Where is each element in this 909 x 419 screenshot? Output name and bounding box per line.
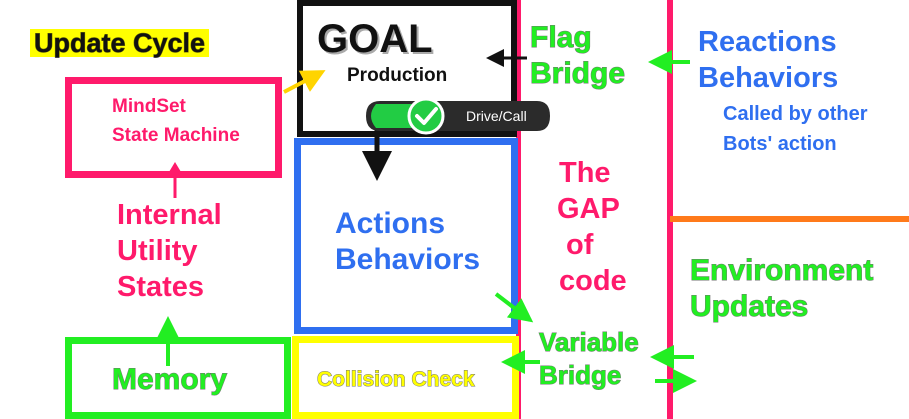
goal-box: GOAL Production	[297, 0, 517, 137]
collision-box: Collision Check	[292, 336, 519, 419]
environment-line1: Environment	[689, 254, 874, 287]
reactions-note2: Bots' action	[723, 133, 837, 155]
drive-call-label: Drive/Call	[466, 108, 527, 124]
reactions-line1: Reactions	[698, 26, 837, 58]
flag-bridge-line1: Flag	[530, 21, 593, 54]
memory-box: Memory	[65, 337, 291, 419]
actions-to-variable-arrow	[494, 292, 534, 323]
reactions-note1: Called by other	[723, 103, 868, 125]
goal-title: GOAL	[317, 17, 433, 61]
variable-bridge-line1: Variable	[539, 327, 640, 357]
memory-label: Memory	[111, 363, 228, 396]
variable-bridge-line2: Bridge	[538, 360, 622, 390]
internal-to-mindset-arrowhead	[169, 162, 181, 172]
actions-box: Actions Behaviors	[294, 138, 518, 334]
goal-subtitle: Production	[347, 65, 448, 86]
reactions-line2: Behaviors	[698, 62, 839, 94]
mindset-line2: State Machine	[112, 125, 240, 146]
check-badge-icon	[407, 97, 445, 135]
mindset-line1: MindSet	[112, 96, 186, 117]
actions-line2: Behaviors	[335, 243, 481, 276]
check-mark-icon	[415, 107, 438, 125]
mindset-to-goal-arrow	[283, 70, 326, 94]
internal-line1: Internal	[117, 199, 222, 231]
environment-divider-line	[670, 216, 909, 222]
collision-label: Collision Check	[317, 368, 476, 391]
gap-line1: The	[559, 157, 611, 189]
gap-divider-line	[516, 0, 521, 419]
drive-call-green-tab	[371, 104, 412, 128]
internal-line2: Utility	[117, 235, 198, 267]
actions-line1: Actions	[335, 207, 446, 240]
flag-bridge-line2: Bridge	[529, 57, 626, 90]
update-cycle-label: Update Cycle	[30, 28, 210, 58]
gap-line2: GAP	[557, 193, 620, 225]
right-divider-line	[667, 0, 673, 419]
environment-line2: Updates	[689, 290, 809, 323]
gap-line3: of	[566, 229, 594, 261]
gap-line4: code	[559, 265, 627, 297]
internal-line3: States	[117, 271, 205, 303]
